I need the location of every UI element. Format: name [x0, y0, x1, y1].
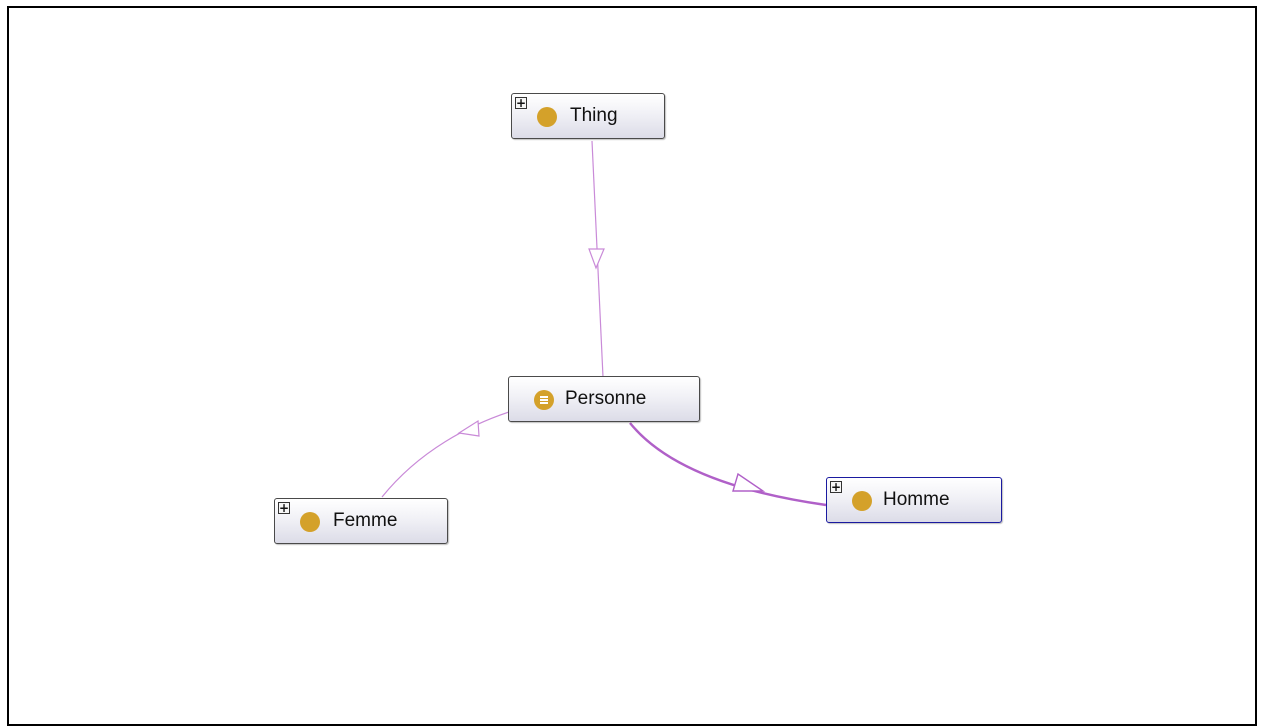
node-femme[interactable]: + Femme [274, 498, 448, 544]
defined-class-icon [534, 390, 554, 410]
edge-arrowhead-personne-femme [457, 419, 480, 437]
node-homme[interactable]: + Homme [826, 477, 1002, 523]
edge-arrowhead-personne-homme [732, 472, 766, 492]
edge-homme-personne [629, 422, 827, 507]
node-personne[interactable]: Personne [508, 376, 700, 422]
class-circle-icon [537, 107, 557, 127]
node-thing[interactable]: + Thing [511, 93, 665, 139]
class-circle-icon [300, 512, 320, 532]
edge-femme-personne [381, 411, 510, 498]
expand-icon[interactable]: + [515, 96, 527, 110]
expand-icon[interactable]: + [830, 480, 842, 494]
node-label-thing: Thing [570, 105, 618, 126]
expand-icon[interactable]: + [278, 501, 290, 515]
class-circle-icon [852, 491, 872, 511]
node-label-personne: Personne [565, 388, 647, 409]
node-label-femme: Femme [333, 510, 398, 531]
node-label-homme: Homme [883, 489, 950, 510]
edge-arrowhead-thing [588, 248, 605, 270]
